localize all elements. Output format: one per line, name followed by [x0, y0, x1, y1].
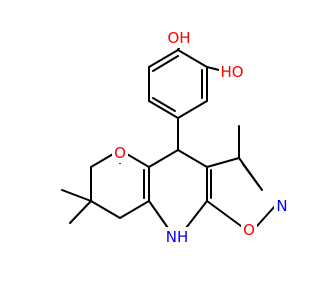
amine-nh-label: NH — [166, 228, 189, 246]
bond-o-n — [256, 205, 276, 227]
bond-c3a-c3 — [206, 157, 240, 168]
molecule-structure-diagram: OH HO O N O NH — [61, 28, 290, 247]
bond-ring-c — [177, 100, 208, 119]
bond-oh-top — [177, 47, 180, 51]
bond-ring-double-3 — [152, 97, 176, 112]
ring-n-label-bg — [274, 196, 290, 216]
bond-layer — [61, 47, 276, 229]
hydroxyl-right-label: HO — [220, 63, 243, 81]
isoxazole-oxygen-label: O — [243, 221, 255, 239]
bond-c8-c8a — [119, 200, 150, 219]
bond-c4-c3a — [177, 149, 208, 168]
ketone-oxygen-label: O — [114, 144, 126, 162]
ketone-o-label-bg — [112, 143, 128, 163]
bond-ring-a — [177, 49, 208, 68]
bond-ring-f — [148, 49, 179, 68]
ho-right-label-bg — [219, 62, 245, 82]
bond-c8a-n — [148, 200, 169, 229]
bond-methyl-a — [61, 189, 92, 202]
ring-o-label-bg — [241, 220, 257, 240]
bond-c4-c4a — [148, 149, 179, 168]
bond-methyl-b — [69, 200, 92, 224]
bond-oh-right — [206, 66, 220, 71]
bond-c7-c8 — [90, 200, 121, 219]
oh-top-label-bg — [166, 28, 192, 48]
isoxazole-nitrogen-label: N — [276, 197, 287, 215]
nh-label-bg — [163, 227, 191, 247]
molecule-canvas: OH HO O N O NH — [61, 28, 290, 247]
bond-ring-double-1 — [152, 55, 179, 72]
bond-ring-d — [148, 100, 179, 119]
bond-c9a-o — [206, 200, 242, 227]
hydroxyl-top-label: OH — [167, 29, 190, 47]
bond-c3-n-double — [242, 163, 260, 187]
atom-label-layer: OH HO O N O NH — [112, 28, 290, 247]
bond-n-c9a — [185, 200, 208, 229]
